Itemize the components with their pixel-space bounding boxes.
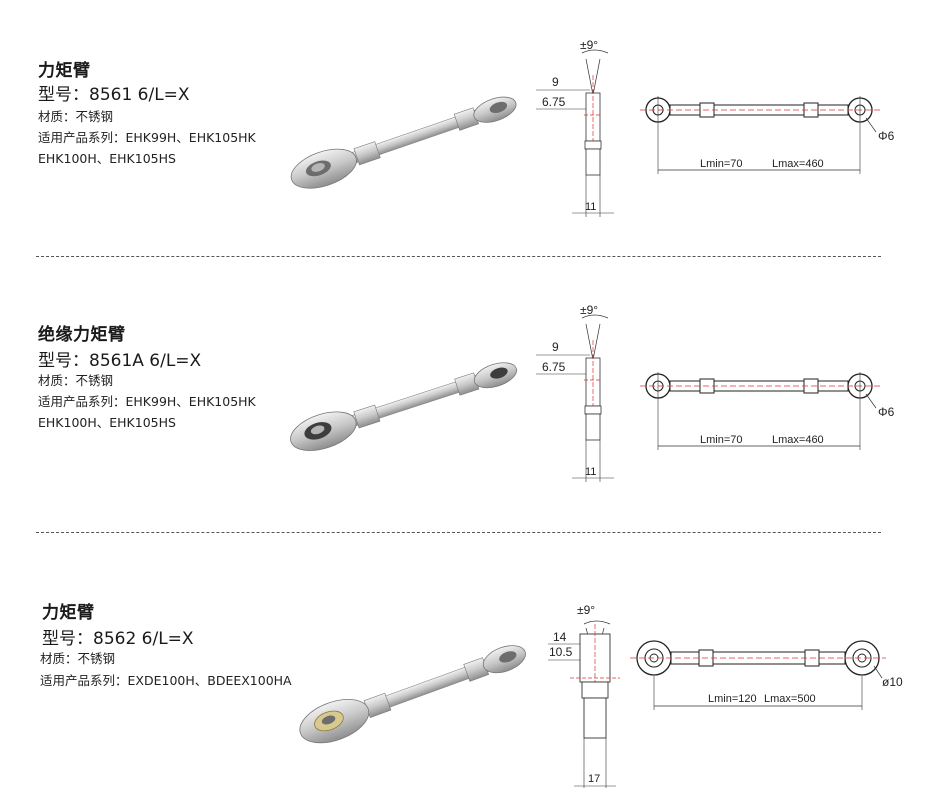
lmin-label: Lmin=70 xyxy=(700,434,743,446)
angle-label: ±9° xyxy=(580,303,598,317)
product-model: 型号：8562 6/L=X xyxy=(42,629,194,649)
front-dimension-drawing: Φ6 Lmin=70 Lmax=460 xyxy=(640,372,895,450)
dim-mid-label: 6.75 xyxy=(542,95,566,109)
front-dimension-drawing: Φ6 Lmin=70 Lmax=460 xyxy=(640,96,895,174)
product-title: 绝缘力矩臂 xyxy=(38,325,126,345)
dim-top-label: 14 xyxy=(553,630,567,644)
dim-bottom-label: 17 xyxy=(588,773,600,785)
torque-arm-render xyxy=(290,96,517,189)
section-divider xyxy=(36,256,881,257)
side-dimension-drawing: ±9° 9 6.75 11 xyxy=(536,303,614,482)
dim-mid-label: 10.5 xyxy=(549,645,573,659)
dim-bottom-label: 11 xyxy=(585,466,596,478)
product-series: 适用产品系列：EHK99H、EHK105HK xyxy=(38,394,256,409)
torque-arm-render xyxy=(299,645,526,744)
product-section-8561: 力矩臂 型号：8561 6/L=X 材质：不锈钢 适用产品系列：EHK99H、E… xyxy=(0,0,939,250)
angle-label: ±9° xyxy=(577,603,595,617)
product-material: 材质：不锈钢 xyxy=(38,373,114,388)
dim-top-label: 9 xyxy=(552,340,559,354)
side-dimension-drawing: ±9° 14 10.5 17 xyxy=(548,603,620,788)
phi-label: Φ6 xyxy=(878,129,895,143)
product-title: 力矩臂 xyxy=(42,603,95,623)
dim-bottom-label: 11 xyxy=(585,201,596,213)
lmax-label: Lmax=460 xyxy=(772,434,824,446)
phi-label: ø10 xyxy=(882,675,903,689)
product-section-8561A: 绝缘力矩臂 型号：8561A 6/L=X 材质：不锈钢 适用产品系列：EHK99… xyxy=(0,262,939,524)
product-series: 适用产品系列：EXDE100H、BDEEX100HA xyxy=(40,673,292,688)
section-divider xyxy=(36,532,881,533)
product-model: 型号：8561 6/L=X xyxy=(38,85,190,105)
product-title: 力矩臂 xyxy=(38,61,91,81)
front-dimension-drawing: ø10 Lmin=120 Lmax=500 xyxy=(630,640,903,710)
product-series: 适用产品系列：EHK99H、EHK105HK xyxy=(38,130,256,145)
lmin-label: Lmin=70 xyxy=(700,158,743,170)
angle-label: ±9° xyxy=(580,38,598,52)
dim-mid-label: 6.75 xyxy=(542,360,566,374)
dim-top-label: 9 xyxy=(552,75,559,89)
lmax-label: Lmax=460 xyxy=(772,158,824,170)
product-material: 材质：不锈钢 xyxy=(40,651,116,666)
insulated-torque-arm-render xyxy=(290,362,518,451)
side-dimension-drawing: ±9° 9 6.75 11 xyxy=(536,38,614,217)
lmax-label: Lmax=500 xyxy=(764,693,816,705)
product-section-8562: 力矩臂 型号：8562 6/L=X 材质：不锈钢 适用产品系列：EXDE100H… xyxy=(0,540,939,810)
product-series-cont: EHK100H、EHK105HS xyxy=(38,151,176,166)
lmin-label: Lmin=120 xyxy=(708,693,757,705)
product-model: 型号：8561A 6/L=X xyxy=(38,351,202,371)
product-series-cont: EHK100H、EHK105HS xyxy=(38,415,176,430)
phi-label: Φ6 xyxy=(878,405,895,419)
product-material: 材质：不锈钢 xyxy=(38,109,114,124)
